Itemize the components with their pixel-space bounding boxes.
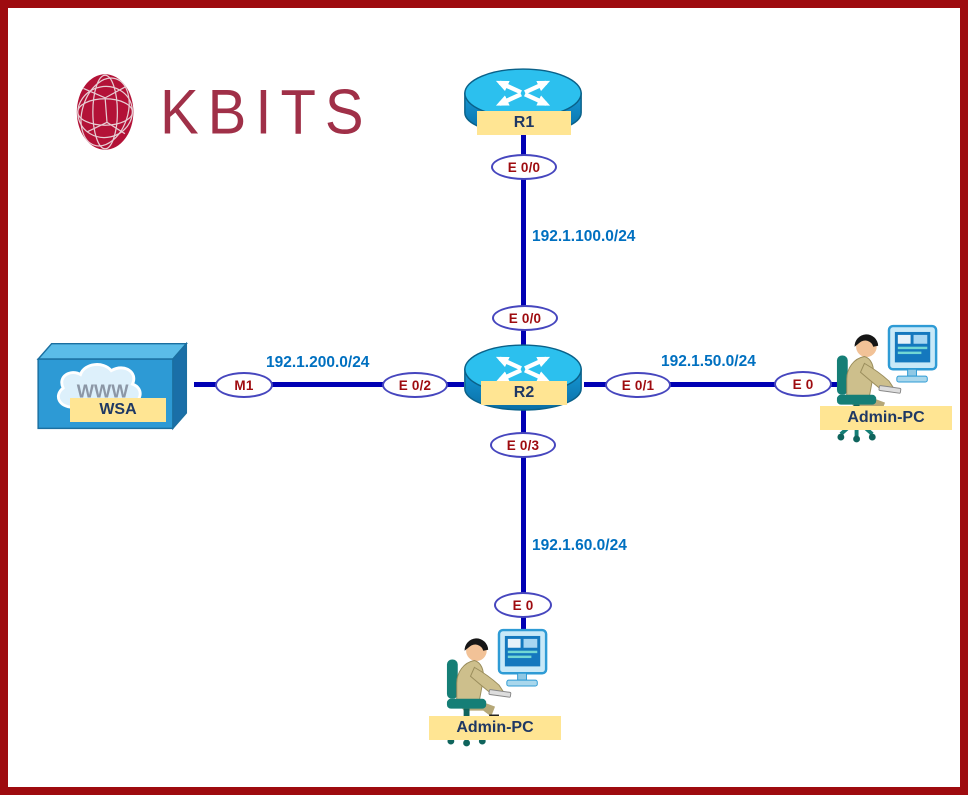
network-label-192-1-100: 192.1.100.0/24 [532, 228, 636, 245]
interface-label-r2-e02: E 0/2 [382, 372, 448, 398]
interface-label-r1-e00: E 0/0 [491, 154, 557, 180]
network-label-192-1-50: 192.1.50.0/24 [661, 353, 756, 370]
device-label-r2: R2 [481, 381, 567, 405]
interface-label-r2-e01: E 0/1 [605, 372, 671, 398]
kbits-globe-icon [76, 74, 134, 150]
wsa-appliance-icon: WWW [36, 341, 188, 431]
device-label-r1: R1 [477, 111, 571, 135]
device-label-adminpc-right: Admin-PC [820, 406, 952, 430]
interface-label-wsa-m1: M1 [215, 372, 273, 398]
wsa-cloud-text: WWW [77, 381, 129, 402]
kbits-logo: KBITS [74, 68, 373, 156]
network-label-192-1-200: 192.1.200.0/24 [266, 354, 370, 371]
kbits-logo-text: KBITS [160, 76, 373, 148]
interface-label-pc-right-e0: E 0 [774, 371, 832, 397]
interface-label-pc-bottom-e0: E 0 [494, 592, 552, 618]
interface-label-r2-e00: E 0/0 [492, 305, 558, 331]
device-label-adminpc-bottom: Admin-PC [429, 716, 561, 740]
network-label-192-1-60: 192.1.60.0/24 [532, 537, 627, 554]
device-label-wsa: WSA [70, 398, 166, 422]
link-r1-r2 [521, 128, 526, 356]
interface-label-r2-e03: E 0/3 [490, 432, 556, 458]
link-r2-adminpc-bottom [521, 398, 526, 654]
link-r2-adminpc-right [584, 382, 842, 387]
link-wsa-r2 [194, 382, 464, 387]
